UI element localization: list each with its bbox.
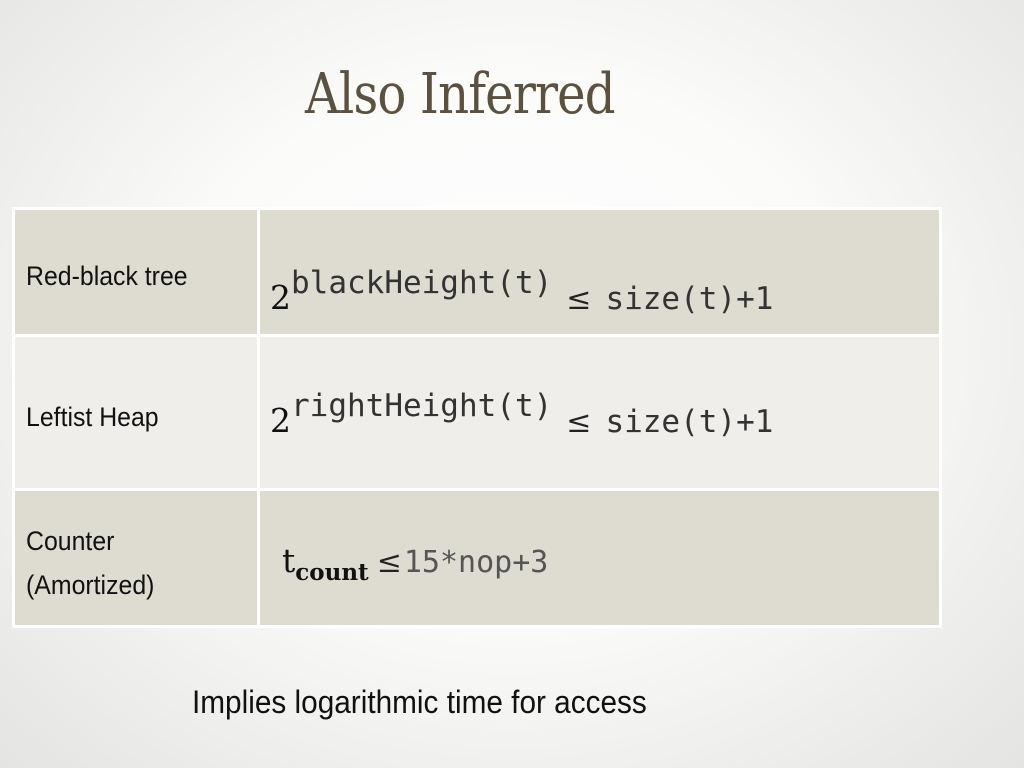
slide-title: Also Inferred (305, 62, 616, 127)
row-label: Counter (Amortized) (15, 491, 238, 607)
formula-red-black: 2blackHeight(t) ≤ size(t)+1 (260, 210, 939, 317)
formula-base: 2 (270, 278, 291, 317)
formula-relation: ≤ (376, 545, 402, 580)
table-row: Red-black tree 2blackHeight(t) ≤ size(t)+1 (12, 207, 942, 337)
formula-leftist-heap: 2rightHeight(t) ≤ size(t)+1 (260, 337, 939, 440)
formula-counter: tcount ≤15*nop+3 (260, 491, 939, 586)
formula-exponent: rightHeight(t) (291, 388, 553, 424)
formula-rhs: size(t)+1 (605, 404, 774, 440)
properties-table: Red-black tree 2blackHeight(t)≤size(t)+1… (12, 207, 942, 628)
table-row: Counter (Amortized) tcount ≤15*nop+3 (12, 488, 942, 628)
row-label-cell: Red-black tree (12, 207, 260, 337)
formula-relation: ≤ (566, 405, 592, 440)
table-row: Leftist Heap 2rightHeight(t) ≤ size(t)+1 (12, 334, 942, 491)
row-label: Red-black tree (26, 261, 188, 291)
formula-rhs: size(t)+1 (605, 281, 774, 317)
formula-cell: 2blackHeight(t) ≤ size(t)+1 (257, 207, 942, 337)
formula-cell: tcount ≤15*nop+3 (257, 488, 942, 628)
formula-base: 2 (270, 401, 291, 440)
row-label-line: (Amortized) (26, 570, 155, 600)
formula-cell: 2rightHeight(t) ≤ size(t)+1 (257, 334, 942, 491)
formula-variable: t (282, 541, 296, 580)
formula-relation: ≤ (566, 282, 592, 317)
formula-rhs: 15*nop+3 (403, 545, 549, 580)
row-label-line: Counter (26, 526, 115, 556)
row-label: Leftist Heap (26, 402, 159, 432)
slide-footer-text: Implies logarithmic time for access (192, 684, 647, 720)
row-label-cell: Leftist Heap (12, 334, 260, 491)
row-label-cell: Counter (Amortized) (12, 488, 260, 628)
formula-exponent: blackHeight(t) (291, 265, 553, 301)
formula-subscript: count (295, 559, 369, 586)
